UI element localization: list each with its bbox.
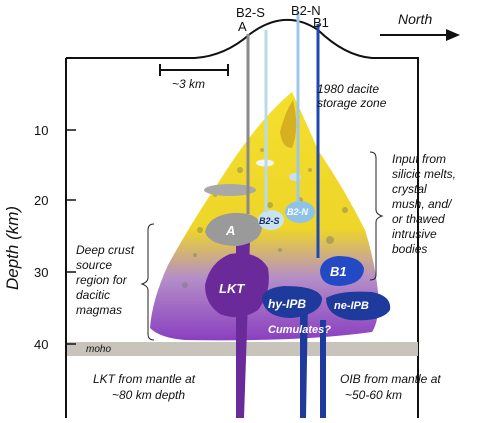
input-annotation-line3: crystal (392, 182, 427, 196)
lkt-mantle-line1: LKT from mantle at (93, 372, 196, 386)
scale-bar-label: ~3 km (172, 77, 205, 91)
well-label-a: A (238, 19, 247, 34)
b2-n-body (285, 201, 315, 223)
hy-ipb-label: hy-IPB (268, 297, 306, 311)
input-annotation-line7: bodies (392, 242, 427, 256)
b1-label: B1 (330, 264, 347, 279)
b2-s-body (258, 210, 284, 230)
b1-body (320, 256, 364, 286)
deep-annotation-line5: magmas (76, 303, 122, 317)
well-label-b1: B1 (313, 15, 329, 30)
input-annotation-line2: silicic melts, (392, 167, 456, 181)
deep-crust-bracket (140, 223, 155, 341)
cumulates-label: Cumulates? (268, 324, 331, 336)
topography-line (66, 18, 419, 418)
y-tick-label-10: 10 (34, 123, 48, 138)
body-a-label: A (225, 223, 235, 238)
moho-label: moho (86, 344, 111, 355)
deep-annotation-line1: Deep crust (76, 243, 135, 257)
b2-s-label: B2-S (259, 216, 280, 226)
hy-ipb-conduit (300, 300, 308, 418)
deep-annotation-line2: source (76, 258, 112, 272)
oib-mantle-line1: OIB from mantle at (340, 372, 441, 386)
deep-annotation-line4: dacitic (76, 288, 110, 302)
input-annotation-line6: intrusive (392, 227, 437, 241)
input-annotation-line1: Input from (392, 152, 446, 166)
ne-ipb-conduit (320, 320, 326, 418)
storage-annotation-line1: 1980 dacite (317, 82, 379, 96)
lkt-label: LKT (219, 281, 245, 296)
ne-ipb-body (326, 291, 391, 321)
input-annotation-line4: mush, and/ (392, 197, 453, 211)
y-tick-label-20: 20 (34, 193, 48, 208)
ne-ipb-label: ne-IPB (334, 300, 369, 312)
input-bracket (369, 151, 384, 281)
north-label: North (398, 11, 432, 27)
input-annotation-line5: or thawed (392, 212, 445, 226)
deep-annotation-line3: region for (76, 273, 128, 287)
hy-ipb-body (262, 286, 322, 318)
north-arrowhead-icon (446, 29, 460, 41)
well-label-b2-s: B2-S (236, 5, 265, 20)
storage-annotation-line2: storage zone (317, 96, 387, 110)
y-tick-label-30: 30 (34, 265, 48, 280)
y-axis-label: Depth (km) (3, 206, 22, 290)
storage-zone (280, 100, 297, 148)
b2-n-label: B2-N (287, 207, 309, 217)
oib-mantle-line2: ~50-60 km (345, 388, 402, 402)
lkt-body (205, 253, 269, 318)
body-a (205, 212, 262, 246)
well-label-b2-n: B2-N (291, 3, 321, 18)
y-tick-label-40: 40 (34, 337, 48, 352)
lkt-mantle-line2: ~80 km depth (112, 388, 185, 402)
grey-lens-body (204, 184, 256, 196)
